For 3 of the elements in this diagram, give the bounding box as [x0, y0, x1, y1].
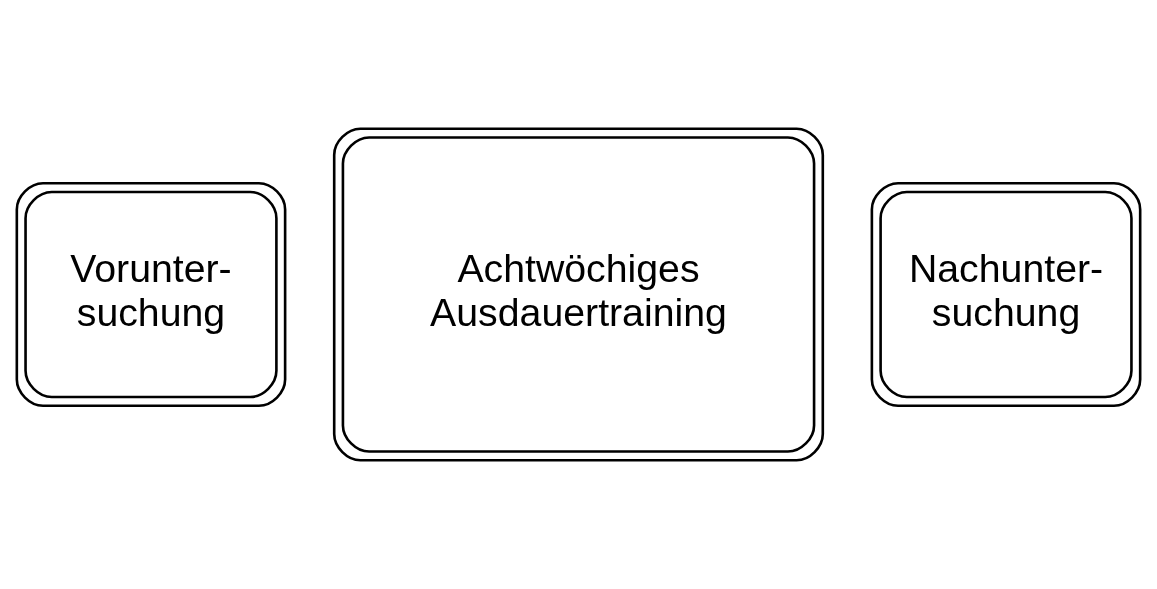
- node-box: Nachunter- suchung: [870, 181, 1142, 408]
- node-box: Achtwöchiges Ausdauertraining: [332, 127, 825, 462]
- node-box: Vorunter- suchung: [15, 181, 287, 408]
